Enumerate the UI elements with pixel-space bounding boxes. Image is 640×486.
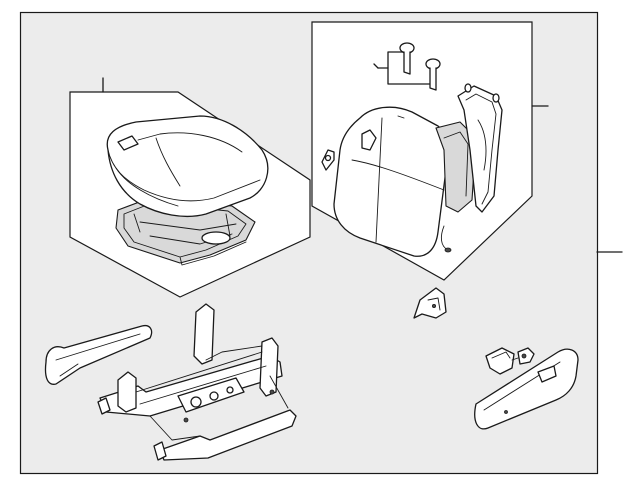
seat-side-shield-right [474,348,579,430]
cushion-group [69,77,311,298]
seatback-frame [457,83,503,213]
seat-track-frame [97,303,297,461]
seatback-group [311,21,549,281]
seat-cushion [106,115,269,217]
seatback-cover [333,106,449,257]
headrest-guides [373,42,441,91]
seatback-pad [435,121,477,253]
seat-side-shield-left [44,324,153,385]
recliner-knob [321,149,335,171]
hinge-cover [413,287,447,319]
seat-adjuster-switch [485,347,535,375]
cushion-pad-frame [115,197,256,266]
